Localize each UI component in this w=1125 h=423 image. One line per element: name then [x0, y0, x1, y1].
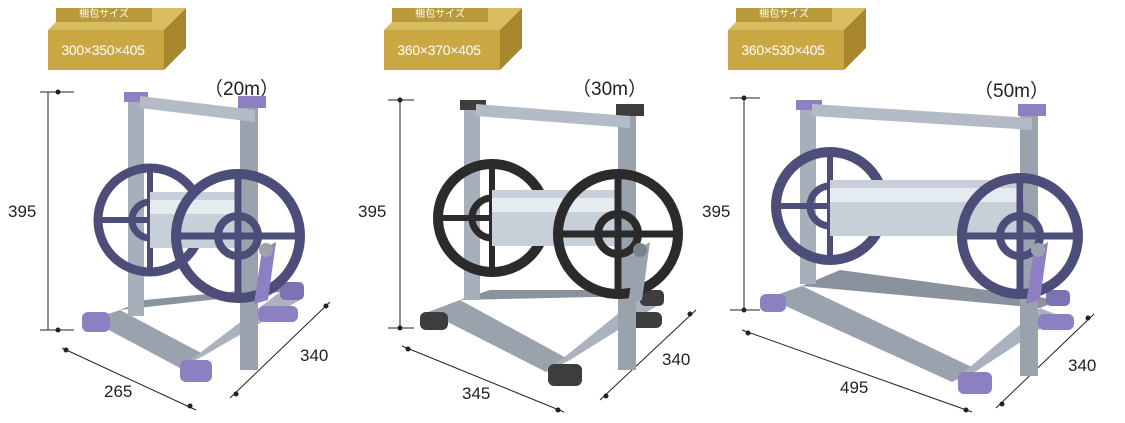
box-tag-label: 梱包サイズ — [392, 8, 488, 22]
height-dimension: 395 — [8, 202, 37, 221]
hose-length-label: （30m） — [572, 79, 647, 100]
depth-dimension: 340 — [1068, 356, 1097, 375]
box-size-text: 300×350×405 — [61, 42, 145, 58]
hose-reel-illustration — [730, 95, 1095, 413]
hose-reel-illustration — [40, 89, 331, 411]
depth-dimension: 340 — [662, 350, 691, 369]
product-panel-30m: 梱包サイズ 360×370×405 （30m） — [350, 0, 725, 423]
product-panel-20m: 梱包サイズ 300×350×405 （20m） — [0, 0, 375, 423]
hose-length-label: （50m） — [974, 81, 1049, 102]
box-size-text: 360×370×405 — [397, 42, 481, 58]
width-dimension: 265 — [104, 382, 133, 401]
package-box: 梱包サイズ 360×530×405 — [728, 4, 868, 74]
width-dimension: 495 — [840, 378, 869, 397]
depth-dimension: 340 — [300, 346, 329, 365]
box-size-text: 360×530×405 — [741, 42, 825, 58]
height-dimension: 395 — [358, 202, 387, 221]
package-box: 梱包サイズ 300×350×405 — [48, 4, 188, 74]
width-dimension: 345 — [462, 384, 491, 403]
height-dimension: 395 — [702, 202, 731, 221]
box-tag-label: 梱包サイズ — [736, 8, 832, 22]
hose-reel-illustration — [388, 97, 697, 413]
box-tag-label: 梱包サイズ — [56, 8, 152, 22]
package-box: 梱包サイズ 360×370×405 — [384, 4, 524, 74]
hose-length-label: （20m） — [204, 79, 279, 100]
product-panel-50m: 梱包サイズ 360×530×405 （50m） — [690, 0, 1125, 423]
